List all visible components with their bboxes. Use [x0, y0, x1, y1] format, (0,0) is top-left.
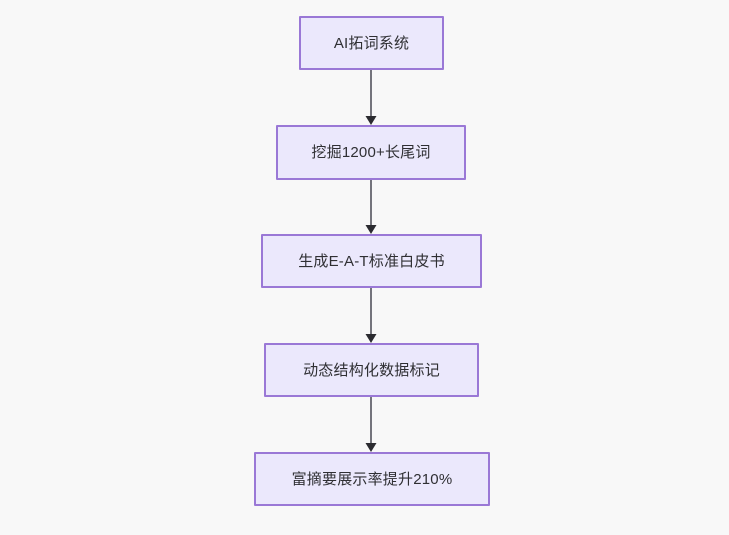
flow-node-label: 富摘要展示率提升210%	[291, 470, 453, 488]
flow-connector-3	[365, 288, 377, 343]
flow-node-generate-eat-whitepaper[interactable]: 生成E-A-T标准白皮书	[261, 234, 482, 288]
flow-node-label: 挖掘1200+长尾词	[311, 144, 431, 161]
flow-connector-4	[365, 397, 377, 452]
arrowhead-icon	[365, 443, 377, 452]
flow-node-label: 动态结构化数据标记	[303, 361, 440, 379]
flow-node-ai-keyword-system[interactable]: AI拓词系统	[299, 16, 444, 70]
flow-connector-1	[365, 70, 377, 125]
flow-connector-2	[365, 180, 377, 234]
flow-node-dynamic-structured-data-markup[interactable]: 动态结构化数据标记	[264, 343, 479, 397]
flow-node-label: 生成E-A-T标准白皮书	[298, 252, 445, 270]
flow-node-rich-snippet-impression-uplift[interactable]: 富摘要展示率提升210%	[254, 452, 490, 506]
arrowhead-icon	[365, 116, 377, 125]
arrowhead-icon	[365, 334, 377, 343]
flow-node-label: AI拓词系统	[333, 34, 410, 52]
flow-node-mine-longtail-keywords[interactable]: 挖掘1200+长尾词	[276, 125, 466, 180]
arrowhead-icon	[365, 225, 377, 234]
